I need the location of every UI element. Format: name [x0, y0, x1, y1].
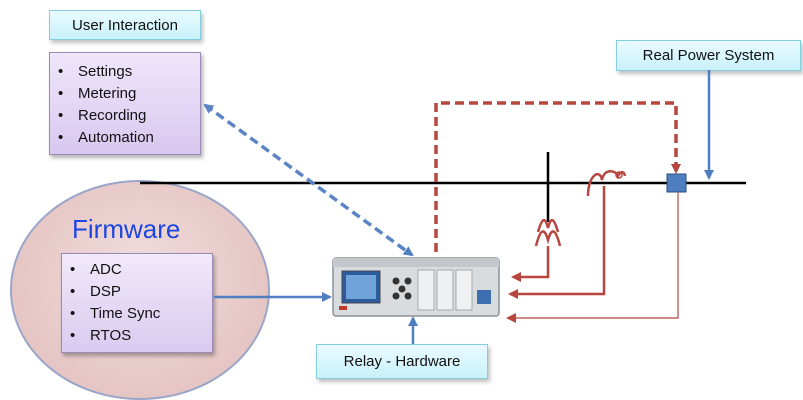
- ui-item-recording: Recording: [58, 105, 200, 127]
- merging-unit-icon: [506, 173, 687, 323]
- real-power-system-label: Real Power System: [616, 40, 801, 71]
- firmware-item-adc: ADC: [70, 259, 212, 281]
- firmware-item-dsp: DSP: [70, 281, 212, 303]
- firmware-list: ADC DSP Time Sync RTOS: [61, 253, 213, 353]
- relay-hardware-text: Relay - Hardware: [343, 353, 461, 370]
- voltage-transformer-icon: [511, 152, 562, 282]
- ui-item-settings: Settings: [58, 61, 200, 83]
- current-transformer-icon: [508, 170, 627, 299]
- firmware-item-rtos: RTOS: [70, 325, 212, 347]
- firmware-title: Firmware: [72, 214, 181, 244]
- user-interaction-label: User Interaction: [49, 10, 201, 40]
- relay-to-merging-unit-dashed: [434, 101, 681, 252]
- relay-device-icon: [332, 257, 500, 317]
- ui-item-metering: Metering: [58, 83, 200, 105]
- real-power-system-text: Real Power System: [642, 47, 775, 64]
- user-interaction-text: User Interaction: [72, 16, 178, 34]
- user-interaction-list: Settings Metering Recording Automation: [49, 52, 201, 155]
- user-interaction-dashed-arrow: [203, 103, 414, 257]
- ui-item-automation: Automation: [58, 127, 200, 149]
- firmware-item-time-sync: Time Sync: [70, 303, 212, 325]
- relay-hardware-label: Relay - Hardware: [316, 344, 488, 379]
